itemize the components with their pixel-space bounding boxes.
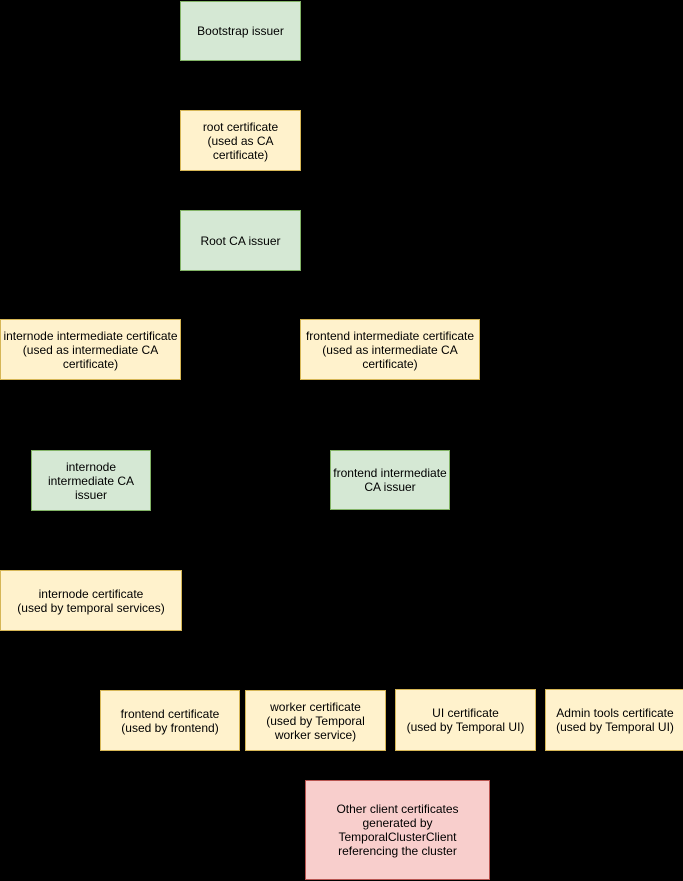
node-label-line: (used as intermediate CA [322,342,458,357]
node-label-line: UI certificate [432,706,499,720]
node-frontend-certificate: frontend certificate(used by frontend) [100,690,240,751]
node-label-line: (used by Temporal UI) [556,720,674,734]
node-label-line: Bootstrap issuer [197,24,284,38]
node-label-line: Admin tools certificate [556,706,674,720]
node-label-line: issuer [74,487,107,502]
node-label-line: certificate) [362,356,418,371]
node-label-line: internode [65,459,117,474]
node-label-line: Root CA issuer [200,233,281,248]
node-internode-certificate: internode certificate(used by temporal s… [0,570,182,631]
node-label-line: root certificate [202,119,279,134]
node-label-line: internode intermediate certificate [3,328,178,343]
node-label-line: certificate) [62,356,119,371]
node-frontend-intermediate-certificate: frontend intermediate certificate(used a… [300,319,480,380]
node-label-line: (used as CA [207,133,274,148]
node-bootstrap-issuer: Bootstrap issuer [180,1,301,61]
node-label-line: internode certificate [38,586,144,601]
node-label-line: frontend certificate [120,706,220,721]
node-label-line: referencing the cluster [338,844,457,858]
node-label-line: (used by Temporal UI) [406,720,525,734]
node-label-line: TemporalClusterClient [338,830,457,844]
node-label-line: generated by [362,816,433,830]
node-label-line: worker certificate [270,699,361,714]
node-label-line: (used by frontend) [121,720,219,735]
node-admin-tools-certificate: Admin tools certificate(used by Temporal… [545,689,683,751]
node-label-line: frontend intermediate certificate [305,328,475,343]
node-ui-certificate: UI certificate(used by Temporal UI) [395,689,536,751]
node-label-line: intermediate CA [47,473,135,488]
node-label-line: certificate) [212,147,269,162]
node-label-line: (used by temporal services) [17,600,165,615]
node-label-line: CA issuer [364,480,416,494]
node-root-ca-issuer: Root CA issuer [180,210,301,271]
node-label-line: (used as intermediate CA [22,342,159,357]
node-label-line: worker service) [274,727,357,742]
node-label-line: frontend intermediate [333,466,447,480]
node-label-line: Other client certificates [336,802,459,816]
node-label-line: (used by Temporal [266,713,365,728]
node-internode-intermediate-certificate: internode intermediate certificate(used … [0,319,181,380]
